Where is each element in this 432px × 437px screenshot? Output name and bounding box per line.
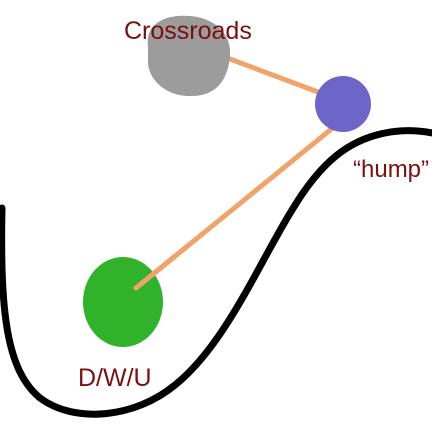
road-curve [0,127,432,418]
connector-crossroads-hump [219,53,329,98]
dwu-node [83,257,163,347]
crossroads-node [147,15,231,97]
dwu-label: D/W/U [78,364,152,392]
connector-hump-dwu-overlay [133,241,193,291]
hump-node [315,76,371,132]
hump-label: “hump” [353,156,430,183]
crossroads-label: Crossroads [124,17,252,45]
